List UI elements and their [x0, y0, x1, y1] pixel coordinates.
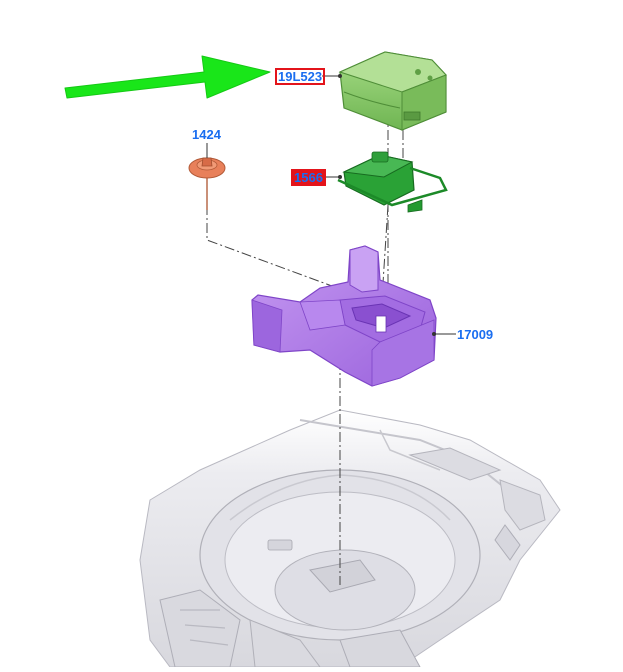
- wing-nut: [188, 157, 226, 210]
- floor-pan: [139, 409, 561, 668]
- foam-tray: [251, 245, 437, 387]
- callout-sealant-bracket: 1566: [291, 169, 326, 186]
- callout-compressor: 19L523: [275, 68, 326, 85]
- leader-dot: [338, 175, 342, 179]
- sealant-bracket: [337, 151, 448, 213]
- pointer-arrow-icon: [64, 55, 271, 99]
- leader-lines: [206, 75, 456, 335]
- leader-dot: [432, 332, 436, 336]
- tire-inflator-compressor: [338, 51, 447, 131]
- leader-dot: [338, 74, 342, 78]
- callout-foam-tray: 17009: [457, 327, 494, 342]
- callout-wing-nut: 1424: [192, 127, 221, 142]
